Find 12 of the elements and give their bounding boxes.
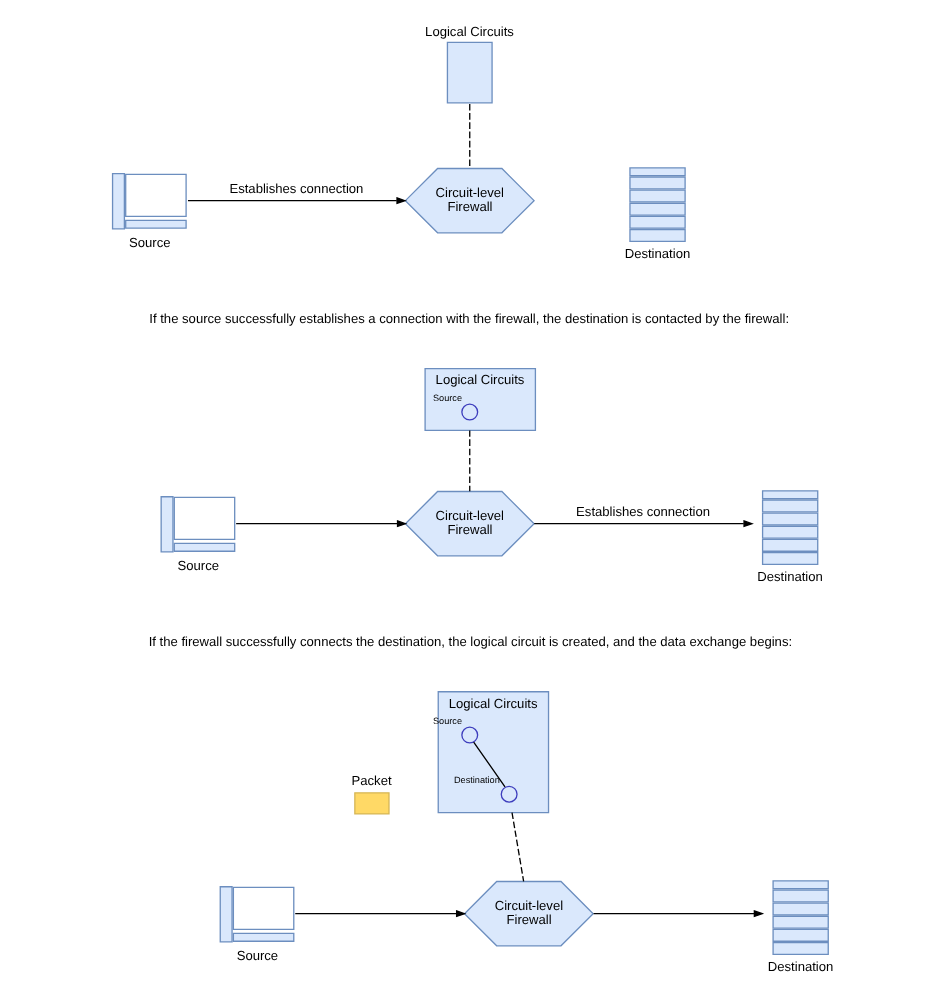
- connector: [468, 103, 470, 169]
- arrow: [591, 910, 764, 918]
- arrow: [532, 520, 753, 528]
- arrow: [293, 910, 466, 918]
- node-circle: [499, 785, 517, 803]
- arrow: [186, 196, 406, 205]
- connector: [510, 811, 524, 883]
- arrow: [234, 520, 407, 528]
- connector: [468, 429, 470, 492]
- connector: [472, 741, 505, 788]
- node-circle: [460, 726, 478, 744]
- node-circle: [460, 403, 478, 421]
